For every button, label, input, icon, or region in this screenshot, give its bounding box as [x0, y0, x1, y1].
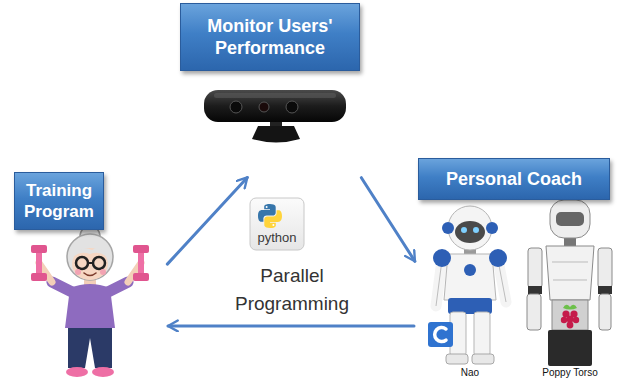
- nao-robot-part: [435, 328, 446, 342]
- nao-robot-part: [446, 354, 468, 364]
- python-logo-part: [258, 204, 282, 228]
- kinect-sensor: [204, 90, 346, 143]
- trainee-figure-part: [68, 326, 112, 368]
- poppy-torso-robot-part: [528, 286, 542, 294]
- trainee-figure-part: [72, 248, 108, 258]
- header-box: Personal Coach: [418, 158, 610, 200]
- robot-name: Nao: [440, 367, 500, 379]
- trainee-figure-part: [75, 269, 81, 275]
- kinect-sensor-part: [252, 126, 300, 143]
- poppy-torso-robot-part: [573, 317, 579, 323]
- nao-robot-part: [428, 322, 453, 347]
- nao-robot-part: [486, 222, 498, 234]
- poppy-torso-robot-part: [546, 246, 594, 300]
- poppy-torso-robot-part: [563, 305, 577, 310]
- python-logo-part-part-part: [272, 224, 274, 226]
- poppy-torso-robot-part: [599, 294, 611, 330]
- trainee-figure-part: [31, 245, 47, 253]
- header-box: Monitor Users' Performance: [180, 3, 360, 71]
- trainee-figure: [31, 226, 149, 377]
- stage-group: Training Program: [8, 172, 166, 380]
- flow-arrow: [361, 178, 415, 262]
- nao-robot-part: [461, 227, 467, 233]
- trainee-figure-part: [92, 367, 114, 377]
- trainee-figure-part: [100, 269, 106, 275]
- logo-text: python: [252, 230, 302, 246]
- nao-robot-part: [455, 221, 485, 243]
- poppy-torso-robot-part: [567, 322, 574, 329]
- nao-robot-part: [433, 249, 451, 267]
- nao-robot-part: [464, 264, 476, 276]
- trainee-figure-part: [36, 249, 42, 277]
- poppy-torso-robot-part: [556, 212, 584, 226]
- kinect-sensor-part: [204, 90, 346, 122]
- trainee-figure-part: [31, 273, 47, 281]
- label-holder: Nao: [440, 367, 500, 379]
- kinect-sensor-part: [230, 101, 242, 113]
- nao-robot-part: [442, 222, 454, 234]
- kinect-sensor-part: [214, 93, 336, 98]
- robot-name: Poppy Torso: [530, 367, 610, 379]
- poppy-torso-robot-part: [552, 262, 588, 263]
- nao-robot-part: [489, 249, 507, 267]
- nao-robot-part: [473, 227, 479, 233]
- poppy-torso-robot-part: [550, 200, 590, 238]
- poppy-torso-robot-part: [553, 280, 587, 281]
- poppy-torso-robot-part: [527, 294, 541, 330]
- nao-robot-part: [444, 254, 496, 300]
- python-logo-part-part: [264, 210, 282, 228]
- poppy-torso-robot-part: [548, 330, 592, 366]
- poppy-torso-robot-part: [598, 286, 612, 294]
- label-holder: Poppy Torso: [530, 367, 610, 379]
- trainee-figure-part: [65, 284, 115, 328]
- poppy-torso-robot: [527, 200, 612, 366]
- nao-robot-part: [474, 312, 490, 356]
- poppy-torso-robot-part: [561, 317, 567, 323]
- label-holder: python: [252, 230, 302, 246]
- stage-group: Monitor Users' Performance: [178, 2, 364, 176]
- kinect-sensor-part: [259, 102, 269, 112]
- python-logo-part: [250, 198, 304, 250]
- nao-robot: [428, 206, 507, 364]
- trainee-figure-part: [84, 273, 96, 276]
- nao-robot-part: [448, 206, 492, 250]
- flow-arrow: [168, 324, 414, 327]
- center-caption: Parallel Programming: [222, 262, 362, 317]
- poppy-torso-robot-part: [552, 300, 588, 330]
- trainee-figure-part: [88, 262, 93, 264]
- poppy-torso-robot-part: [566, 315, 573, 322]
- stage-group: Personal Coach: [416, 156, 616, 370]
- trainee-figure-part: [76, 257, 88, 269]
- flow-arrow: [167, 177, 247, 264]
- poppy-torso-robot-part: [528, 248, 542, 288]
- label-holder: Parallel Programming: [222, 262, 362, 317]
- trainee-figure-part: [66, 367, 88, 377]
- poppy-torso-robot-part: [598, 248, 612, 288]
- trainee-figure-part: [138, 249, 144, 277]
- kinect-sensor-part: [286, 101, 298, 113]
- trainee-figure-part: [93, 257, 105, 269]
- trainee-figure-part: [133, 245, 149, 253]
- trainee-figure-part: [72, 248, 108, 280]
- trainee-figure-part: [133, 273, 149, 281]
- python-logo-part-part: [266, 206, 268, 208]
- python-logo-part-part-part: [264, 210, 282, 228]
- python-logo: [250, 198, 304, 250]
- nao-robot-part: [472, 354, 494, 364]
- trainee-figure-part: [67, 234, 113, 280]
- header-box: Training Program: [14, 172, 104, 230]
